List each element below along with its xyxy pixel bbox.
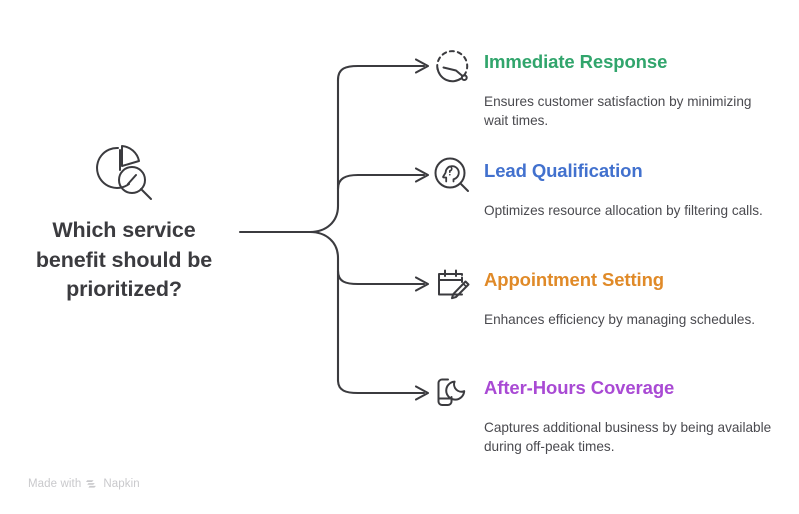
napkin-logo-icon <box>86 480 97 488</box>
root-question-node: Which service benefit should be prioriti… <box>18 140 230 305</box>
branch-appointment-setting[interactable]: Appointment Setting Enhances efficiency … <box>432 264 782 329</box>
branch-description: Optimizes resource allocation by filteri… <box>484 203 763 218</box>
pie-chart-magnifier-icon <box>96 145 152 200</box>
branch-header: Immediate Response <box>432 46 782 88</box>
connector-branch-1 <box>336 173 426 191</box>
connector-spine-lower <box>308 230 340 382</box>
watermark: Made with Napkin <box>28 478 140 490</box>
phone-moon-icon <box>437 378 466 406</box>
root-title-line-1: Which service <box>52 218 196 242</box>
branch-header: After-Hours Coverage <box>432 372 782 414</box>
branch-lead-qualification[interactable]: Lead Qualification Optimizes resource al… <box>432 155 782 220</box>
root-title-line-3: prioritized? <box>66 277 182 302</box>
branch-header: Appointment Setting <box>432 264 782 306</box>
connector-branch-3 <box>336 378 426 395</box>
arrowhead-3 <box>414 385 430 401</box>
branch-immediate-response[interactable]: Immediate Response Ensures customer sati… <box>432 46 782 131</box>
branch-title: Immediate Response <box>484 51 668 72</box>
page-title: Which service benefit should be prioriti… <box>18 216 230 305</box>
branch-description: Ensures customer satisfaction by minimiz… <box>484 94 752 129</box>
connector-branch-0 <box>336 64 426 82</box>
magnifier-question-head-icon <box>434 157 469 192</box>
arrowhead-0 <box>414 58 430 74</box>
root-title-line-2: benefit should be <box>35 247 213 272</box>
watermark-prefix: Made with <box>28 478 82 490</box>
branch-header: Lead Qualification <box>432 155 782 197</box>
arrowhead-2 <box>414 276 430 292</box>
branch-title: Lead Qualification <box>484 160 643 181</box>
connector-spine-upper <box>308 78 340 234</box>
stopwatch-icon <box>436 50 469 83</box>
arrowhead-1 <box>414 167 430 183</box>
branch-title: After-Hours Coverage <box>484 377 675 398</box>
calendar-pencil-icon <box>438 269 470 300</box>
branch-title: Appointment Setting <box>484 269 664 290</box>
watermark-brand: Napkin <box>103 478 140 490</box>
branch-description: Enhances efficiency by managing schedule… <box>484 312 756 327</box>
branch-after-hours-coverage[interactable]: After-Hours Coverage Captures additional… <box>432 372 782 457</box>
connector-branch-2 <box>336 269 426 286</box>
branch-description: Captures additional business by being av… <box>484 420 772 455</box>
